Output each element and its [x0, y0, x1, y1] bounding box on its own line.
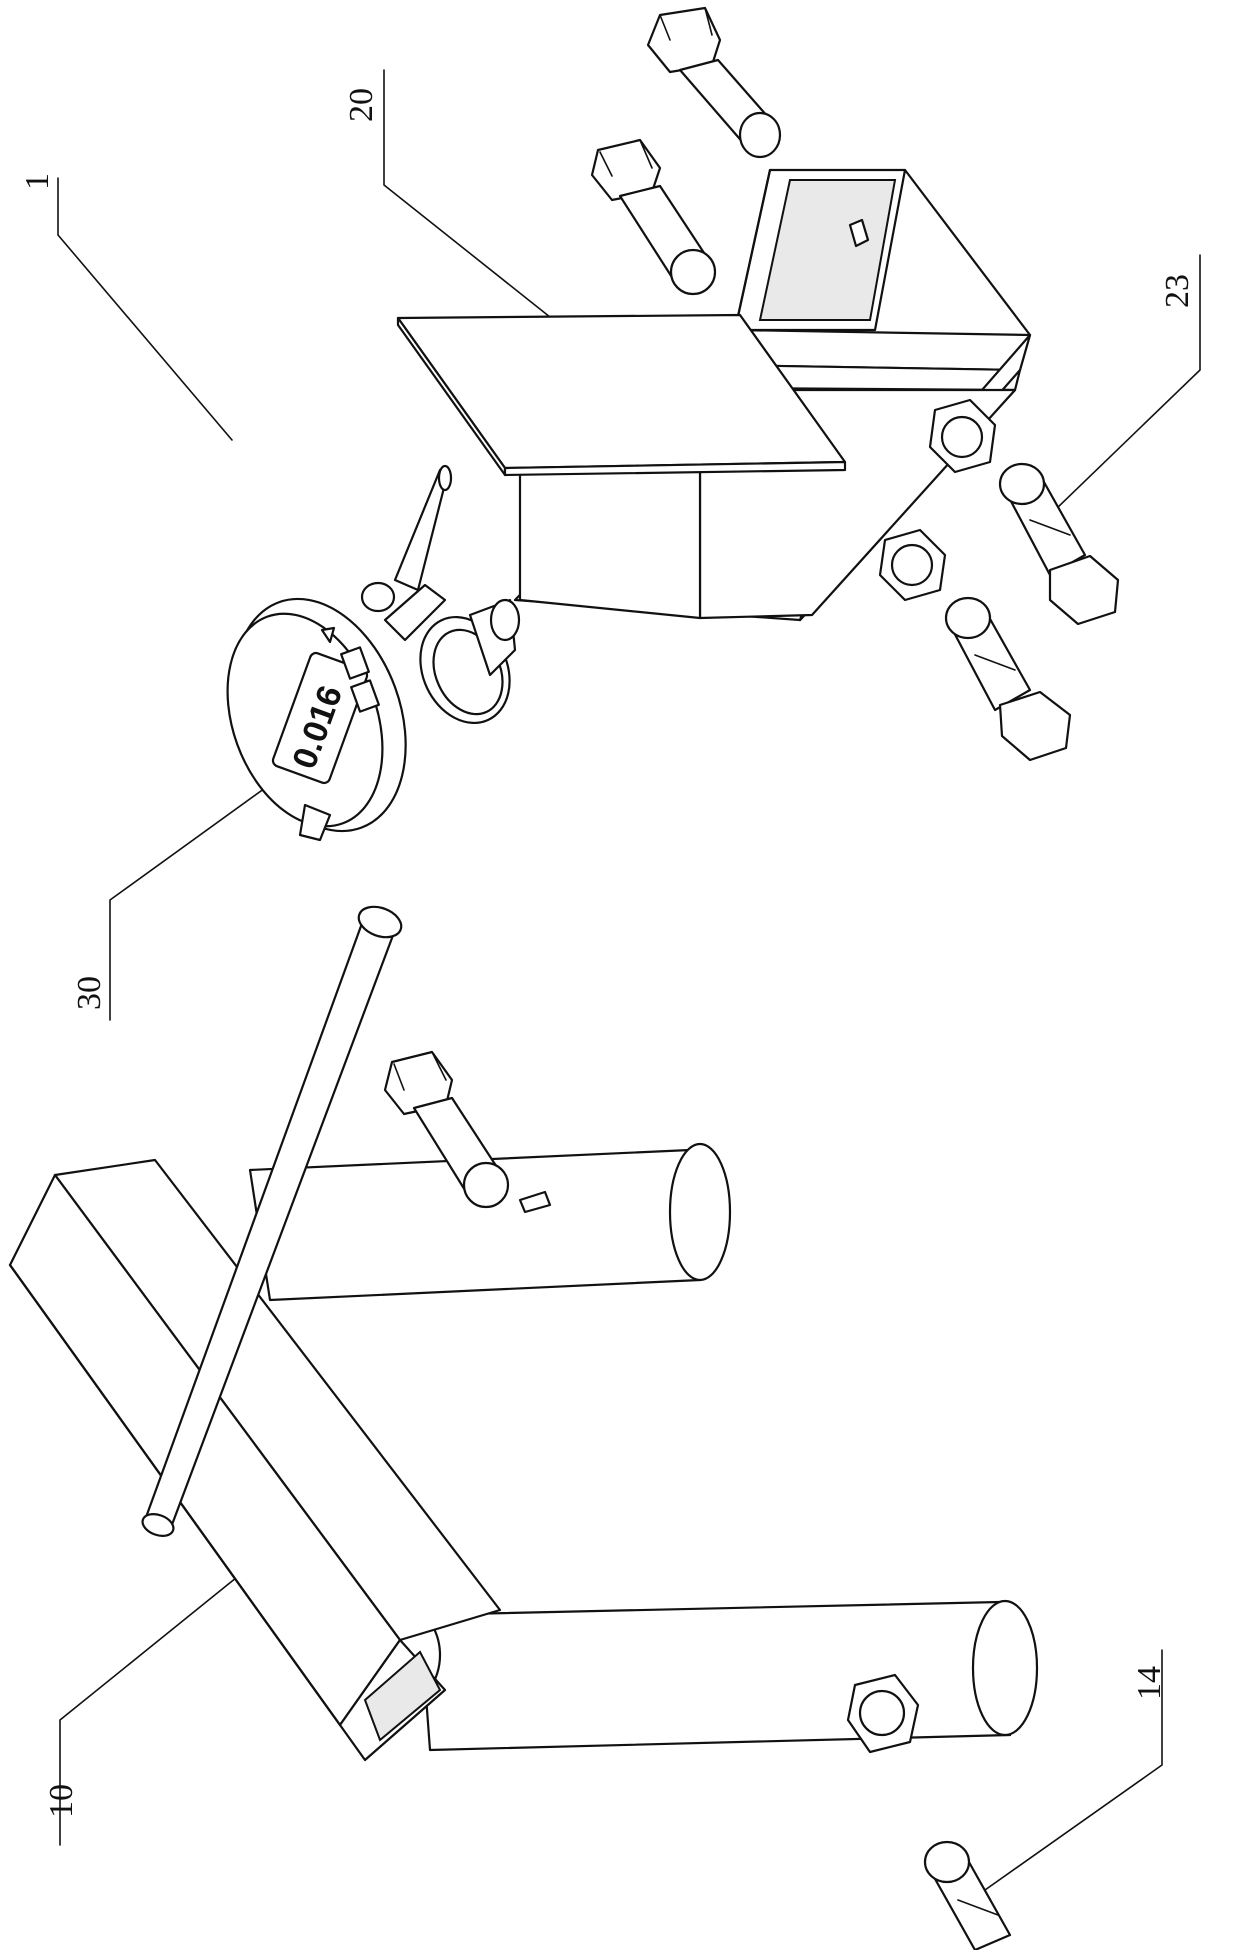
callout-20-leader: [383, 69, 561, 326]
frame-tab: [518, 1190, 552, 1214]
frame-nut: [846, 1673, 920, 1754]
frame-top-bolt: [383, 1050, 510, 1209]
bracket-tab: [848, 218, 870, 248]
callout-20-text: 20: [343, 88, 380, 122]
callout-20: 20: [343, 69, 561, 326]
callout-14: 14: [984, 1649, 1168, 1891]
frame-rod: [141, 905, 403, 1537]
callout-1-leader: [57, 177, 233, 441]
callout-1: 1: [19, 173, 233, 441]
bracket-nut-2: [878, 528, 947, 602]
plate-bolt-23-b: [944, 596, 1072, 762]
callout-30-text: 30: [71, 976, 108, 1010]
frame-cylinder-near: [358, 1599, 1039, 1752]
callout-30: 30: [71, 769, 291, 1021]
frame-bolt-14: [923, 1840, 1012, 1950]
measuring-plate-assembly: [396, 168, 1032, 622]
callout-10-leader: [59, 1564, 253, 1846]
callout-10: 10: [43, 1564, 253, 1846]
bracket-nut-1: [928, 398, 997, 474]
callout-30-leader: [109, 769, 291, 1021]
dial-gauge: 0.016: [226, 464, 521, 842]
measuring-plate: [396, 313, 847, 477]
callout-23-leader: [1054, 254, 1201, 511]
callout-23: 23: [1054, 254, 1201, 511]
base-frame: [8, 905, 1039, 1762]
callout-14-leader: [984, 1649, 1163, 1891]
plate-bolt-23-a: [998, 462, 1120, 626]
callout-10-text: 10: [43, 1784, 80, 1818]
bracket-bolt-top-1: [646, 6, 782, 159]
callout-1-text: 1: [19, 173, 56, 190]
bracket-bolt-top-2: [590, 138, 717, 296]
callout-23-text: 23: [1159, 274, 1196, 308]
